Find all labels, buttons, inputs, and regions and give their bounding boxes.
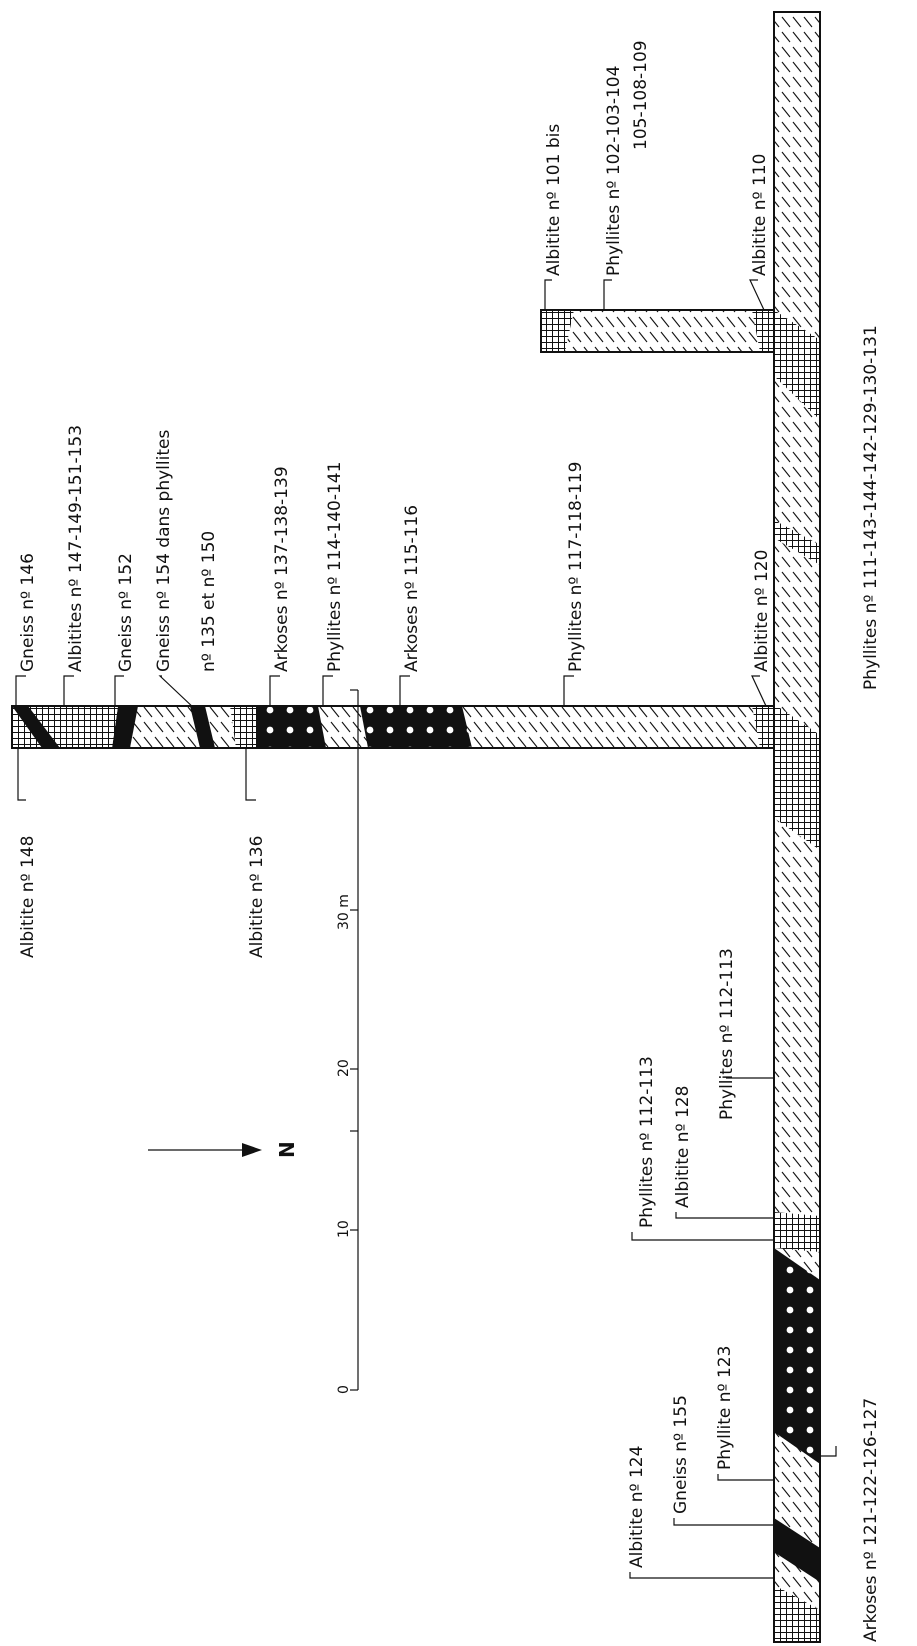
label-albitite-128: Albitite nº 128: [673, 1086, 693, 1208]
north-arrow: N: [148, 1141, 299, 1158]
albitite-136-block: [230, 706, 256, 748]
label-phyllites-111: Phyllites nº 111-143-144-142-129-130-131: [861, 325, 881, 690]
label-albitite-101: Albitite nº 101 bis: [544, 124, 564, 276]
albitite-124-band: [774, 1585, 820, 1642]
albitite-128-band: [774, 1212, 820, 1252]
upper-branch-column: [540, 309, 775, 353]
label-arkoses-137: Arkoses nº 137-138-139: [272, 466, 292, 672]
label-gneiss-155: Gneiss nº 155: [671, 1395, 691, 1514]
label-phyllite-123: Phyllite nº 123: [715, 1346, 735, 1470]
scale-bar: 0 10 20 30 m: [336, 689, 359, 1394]
label-gneiss-154-line1: Gneiss nº 154 dans phyllites: [154, 430, 174, 672]
label-phyllites-112-a: Phyllites nº 112-113: [637, 1056, 657, 1228]
label-albitite-148: Albitite nº 148: [18, 836, 38, 958]
label-phyllites-112-b: Phyllites nº 112-113: [717, 948, 737, 1120]
gneiss-146-block: [12, 706, 60, 748]
gneiss-155-band: [774, 1518, 820, 1582]
label-phyllites-102-line1: Phyllites nº 102-103-104: [604, 66, 624, 276]
label-gneiss-152: Gneiss nº 152: [116, 553, 136, 672]
label-phyllites-102-line2: 105-108-109: [631, 40, 651, 150]
albitite-band-upper: [774, 520, 820, 565]
label-phyllites-117: Phyllites nº 117-118-119: [566, 462, 586, 672]
arkoses-115-block: [360, 706, 472, 748]
scale-tick-0: 0: [336, 1385, 352, 1394]
albitite-120-band: [774, 704, 820, 850]
arkoses-121-band: [774, 1248, 820, 1464]
label-albitite-136: Albitite nº 136: [247, 836, 267, 958]
phyllite-123-band: [774, 1432, 820, 1540]
main-column: [773, 11, 821, 1643]
label-gneiss-154-line2: nº 135 et nº 150: [199, 531, 219, 672]
albitite-101-block: [541, 310, 565, 352]
gneiss-154-block: [190, 706, 215, 748]
leader-lines: [15, 279, 837, 1579]
label-arkoses-115: Arkoses nº 115-116: [402, 505, 422, 672]
albitite-110-block: [752, 310, 774, 352]
label-albitite-110: Albitite nº 110: [750, 154, 770, 276]
label-albitite-120: Albitite nº 120: [752, 550, 772, 672]
north-arrow-label: N: [275, 1141, 299, 1158]
albitites-147-block: [60, 706, 118, 748]
gneiss-152-block: [112, 706, 138, 748]
scale-tick-10: 10: [336, 1220, 352, 1238]
labels: Albitite nº 148 Gneiss nº 146 Albitites …: [18, 40, 881, 1642]
label-phyllites-114: Phyllites nº 114-140-141: [325, 462, 345, 672]
label-albitites-147: Albitites nº 147-149-151-153: [66, 425, 86, 672]
arkoses-137-block: [256, 706, 326, 748]
scale-tick-30: 30 m: [336, 894, 352, 930]
label-gneiss-146: Gneiss nº 146: [18, 553, 38, 672]
scale-tick-20: 20: [336, 1059, 352, 1077]
albitite-110-band: [774, 310, 820, 420]
label-arkoses-121: Arkoses nº 121-122-126-127: [861, 1398, 881, 1642]
label-albitite-124: Albitite nº 124: [627, 1446, 647, 1568]
albitite-120-block: [752, 706, 774, 748]
middle-branch-column: [11, 705, 775, 749]
